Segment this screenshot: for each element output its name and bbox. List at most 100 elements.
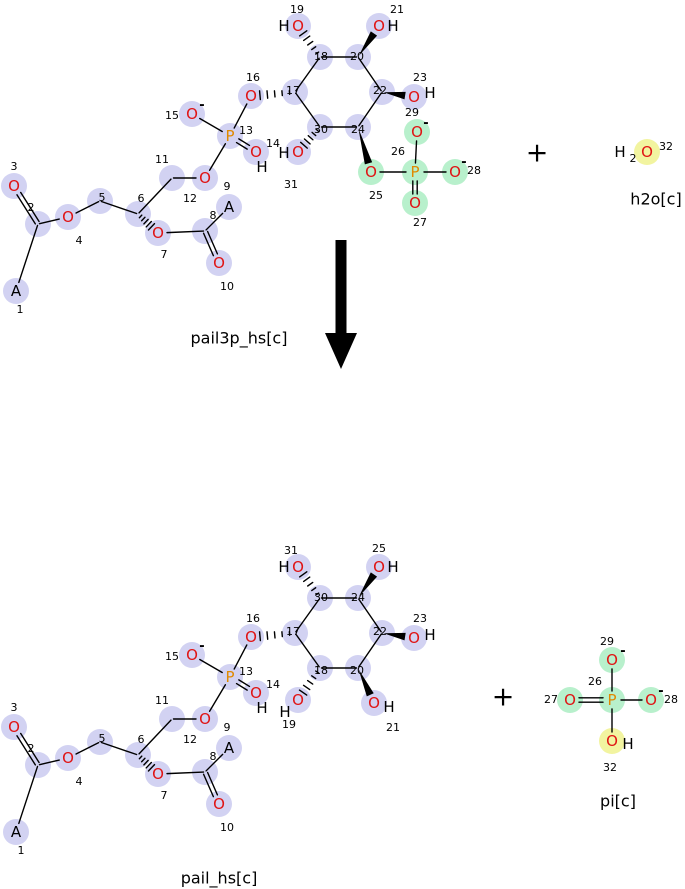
bond (233, 644, 248, 670)
atom-map-number: 10 (220, 280, 234, 293)
atom-symbol-O29: O (606, 651, 618, 669)
atom-map-number: 27 (413, 216, 427, 229)
bond (166, 230, 205, 234)
hash-bond (311, 46, 317, 51)
atom-highlight-O12 (192, 706, 218, 732)
atom-highlight-A1 (3, 278, 29, 304)
bond (199, 658, 223, 674)
atom-symbol-O14: O (250, 143, 262, 161)
atom-highlight-O23 (401, 625, 427, 651)
atom-map-number: 12 (183, 192, 197, 205)
atom-highlight-P26 (599, 687, 625, 713)
atom-map-number: 27 (544, 693, 558, 706)
atom-map-number: 28 (467, 164, 481, 177)
atom-highlight-C30 (307, 585, 333, 611)
atom-symbol-O7: O (152, 765, 164, 783)
double-bond (19, 191, 40, 223)
atom-map-number: 11 (155, 153, 169, 166)
double-bond (235, 682, 248, 691)
atom-highlight-C17 (282, 620, 308, 646)
atom-map-number: 26 (588, 675, 602, 688)
atom-highlight-O25 (358, 159, 384, 185)
atom-symbol-O4: O (62, 749, 74, 767)
plus-sign-products: + (491, 681, 515, 713)
atom-symbol-O16: O (245, 628, 257, 646)
explicit-hydrogen-label: H (387, 558, 398, 576)
atom-map-number: 32 (659, 140, 673, 153)
bond (358, 598, 382, 633)
atom-map-number: 4 (76, 775, 83, 788)
atom-map-number: 30 (314, 123, 328, 136)
hash-bond (306, 679, 314, 685)
atom-symbol-O15: O (186, 105, 198, 123)
atom-map-number: 7 (161, 248, 168, 261)
atom-symbol-O4: O (62, 208, 74, 226)
atom-map-number: 13 (239, 665, 253, 678)
atom-highlight-O4 (55, 745, 81, 771)
atom-map-number: 3 (11, 701, 18, 714)
atom-map-number: 8 (210, 209, 217, 222)
atom-symbol-O28: O (449, 163, 461, 181)
atom-highlight-C17 (282, 79, 308, 105)
bond (199, 117, 223, 133)
bond (208, 684, 227, 712)
atom-symbol-P13: P (225, 127, 234, 145)
bond (358, 57, 382, 92)
atom-highlight-O21 (361, 690, 387, 716)
atom-symbol-O28: O (645, 691, 657, 709)
atom-map-number: 17 (286, 84, 300, 97)
hash-bond (145, 220, 153, 228)
atom-map-number: 15 (165, 109, 179, 122)
charge-minus: - (461, 155, 466, 170)
bond (295, 633, 320, 668)
atom-highlight-O10 (206, 250, 232, 276)
atom-highlight-O16 (238, 624, 264, 650)
atom-symbol-O23: O (408, 629, 420, 647)
wedge-bond (358, 572, 378, 597)
double-bond (235, 141, 248, 150)
atom-map-number: 24 (351, 123, 365, 136)
atom-symbol-O31: O (292, 558, 304, 576)
double-bond (238, 138, 251, 147)
hash-bond (145, 761, 153, 769)
hash-bond (307, 134, 314, 141)
hash-bond (315, 670, 320, 674)
atom-map-number: 22 (373, 625, 387, 638)
hash-bond (138, 214, 143, 219)
hash-bond (298, 571, 308, 578)
label-product2: pi[c] (600, 791, 636, 811)
atom-highlight-O23 (401, 84, 427, 110)
atom-map-number: 20 (350, 50, 364, 63)
atom-highlight-C20 (345, 44, 371, 70)
atom-map-number: 18 (314, 664, 328, 677)
charge-minus: - (199, 98, 204, 113)
explicit-hydrogen-label: H (256, 158, 267, 176)
explicit-hydrogen-label: H (424, 626, 435, 644)
hash-bond (298, 30, 308, 37)
atom-map-number: 26 (391, 145, 405, 158)
atom-symbol-O23: O (408, 88, 420, 106)
atom-map-number: 25 (369, 189, 383, 202)
atom-highlight-O15 (179, 101, 205, 127)
atom-map-number: 19 (282, 718, 296, 731)
atom-map-number: 8 (210, 750, 217, 763)
hash-bond (140, 757, 146, 763)
atom-symbol-O29: O (411, 123, 423, 141)
atom-highlight-O29 (599, 647, 625, 673)
charge-minus: - (199, 639, 204, 654)
bond (358, 633, 382, 668)
atom-symbol-P26: P (607, 691, 616, 709)
atom-highlight-O28 (442, 159, 468, 185)
atom-map-number: 5 (99, 732, 106, 745)
atom-symbol-A9: A (224, 198, 235, 216)
explicit-hydrogen-label: H (278, 144, 289, 162)
hash-bond (311, 587, 317, 592)
wedge-bond (383, 91, 406, 100)
atom-symbol-O3: O (8, 177, 20, 195)
hash-bond (315, 592, 320, 596)
atom-highlight-O27 (557, 687, 583, 713)
